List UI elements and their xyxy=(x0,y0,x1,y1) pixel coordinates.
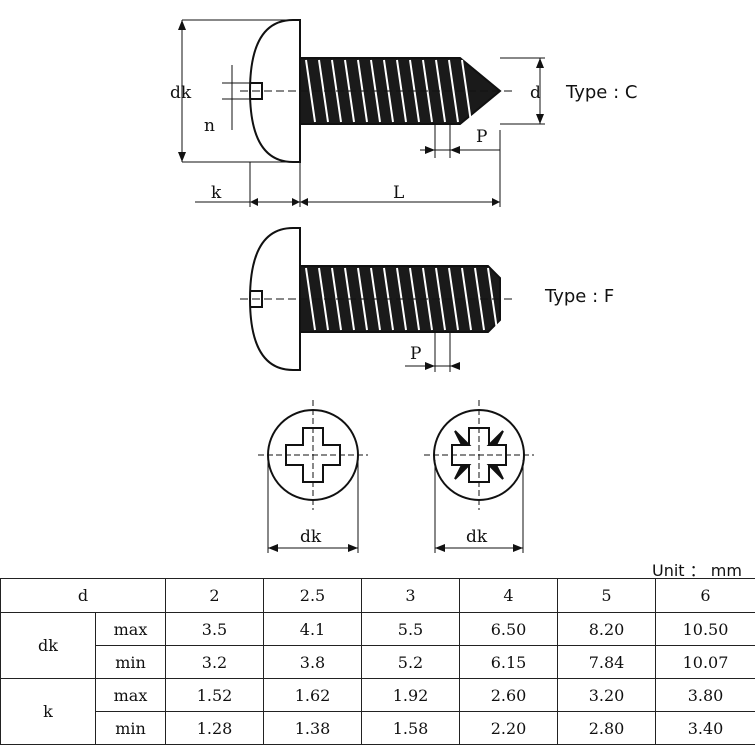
header-d: d xyxy=(0,578,166,613)
thread-line xyxy=(461,59,472,123)
type-c-label: Type : C xyxy=(565,82,637,103)
label-d: d xyxy=(530,83,541,103)
thread-line xyxy=(448,59,459,123)
size-cell: 2.5 xyxy=(263,578,362,613)
size-cell: 5 xyxy=(557,578,656,613)
value-cell: 1.52 xyxy=(165,678,264,712)
value-cell: 2.60 xyxy=(459,678,558,712)
value-cell: 2.20 xyxy=(459,711,558,745)
thread-line xyxy=(435,267,446,331)
dimension-arrows xyxy=(178,20,544,552)
label-p-type-c: P xyxy=(476,127,487,147)
thread-line xyxy=(305,59,316,123)
value-cell: 1.62 xyxy=(263,678,362,712)
thread-line xyxy=(474,267,485,331)
label-p-type-f: P xyxy=(410,344,421,364)
label-n: n xyxy=(204,116,215,136)
thread-line xyxy=(435,59,446,123)
value-cell: 4.1 xyxy=(263,612,362,646)
label-dk: dk xyxy=(170,83,192,103)
group-label: dk xyxy=(0,612,96,679)
dimension-lines xyxy=(181,19,545,553)
value-cell: 3.20 xyxy=(557,678,656,712)
label-k: k xyxy=(211,183,222,203)
value-cell: 8.20 xyxy=(557,612,656,646)
value-cell: 3.40 xyxy=(655,711,755,745)
value-cell: 3.5 xyxy=(165,612,264,646)
thread-line xyxy=(305,267,316,331)
label-dk-right-view: dk xyxy=(466,527,488,547)
value-cell: 6.50 xyxy=(459,612,558,646)
value-cell: 1.58 xyxy=(361,711,460,745)
label-dk-left-view: dk xyxy=(300,527,322,547)
row-label: max xyxy=(95,612,166,646)
value-cell: 10.07 xyxy=(655,645,755,679)
thread-line xyxy=(318,59,329,123)
phillips-head-view xyxy=(258,400,368,510)
thread-line xyxy=(461,267,472,331)
row-label: min xyxy=(95,645,166,679)
value-cell: 1.28 xyxy=(165,711,264,745)
value-cell: 3.2 xyxy=(165,645,264,679)
value-cell: 3.80 xyxy=(655,678,755,712)
value-cell: 7.84 xyxy=(557,645,656,679)
type-f-screw xyxy=(240,227,515,371)
pozidriv-head-view xyxy=(424,400,534,510)
value-cell: 5.5 xyxy=(361,612,460,646)
screw-drawing: dk n d P k L Type : C Type : F P dk dk xyxy=(170,19,637,553)
group-label: k xyxy=(0,678,96,745)
size-cell: 6 xyxy=(655,578,755,613)
size-cell: 3 xyxy=(361,578,460,613)
value-cell: 1.38 xyxy=(263,711,362,745)
size-cell: 4 xyxy=(459,578,558,613)
value-cell: 5.2 xyxy=(361,645,460,679)
value-cell: 1.92 xyxy=(361,678,460,712)
row-label: max xyxy=(95,678,166,712)
size-cell: 2 xyxy=(165,578,264,613)
unit-label: Unit ： mm xyxy=(652,561,742,580)
type-c-screw xyxy=(240,19,515,163)
thread-line xyxy=(448,267,459,331)
row-label: min xyxy=(95,711,166,745)
value-cell: 6.15 xyxy=(459,645,558,679)
value-cell: 3.8 xyxy=(263,645,362,679)
label-l: L xyxy=(393,183,404,203)
thread-line xyxy=(318,267,329,331)
type-f-label: Type : F xyxy=(544,286,614,307)
value-cell: 2.80 xyxy=(557,711,656,745)
value-cell: 10.50 xyxy=(655,612,755,646)
